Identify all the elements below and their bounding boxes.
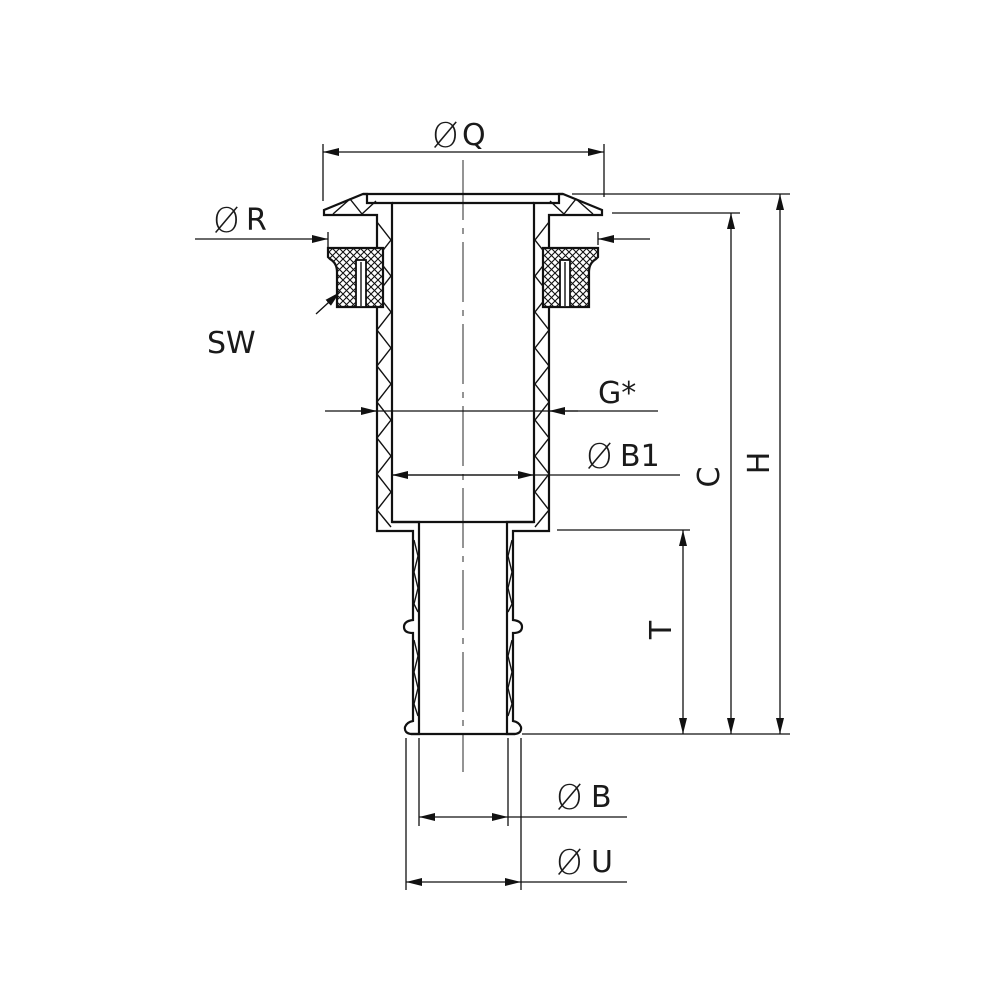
diameter-symbol-r: Ø [213,201,240,241]
diameter-symbol-u: Ø [556,843,583,883]
dimension-r: Ø R [195,201,650,247]
dimension-c: C [612,212,740,734]
dimension-u: Ø U [405,738,627,890]
dimension-sw: SW [207,291,341,361]
label-b1: B1 [620,439,660,474]
label-c: C [692,467,727,488]
label-u: U [591,845,613,880]
dimension-q: Ø Q [322,116,605,201]
dimension-g: G* [325,376,658,415]
dimension-h: H [522,193,790,735]
label-sw: SW [207,326,256,361]
diameter-symbol-q: Ø [432,116,459,156]
dimension-b1: Ø B1 [392,437,680,479]
label-g: G* [598,376,636,411]
label-h: H [742,452,777,475]
fitting-section-left [322,192,421,736]
diameter-symbol-b: Ø [556,778,583,818]
flange-rim [363,192,563,736]
label-r: R [246,203,267,238]
label-q: Q [462,118,486,153]
dimension-t: T [557,529,690,734]
label-t: T [644,620,679,640]
dimension-b: Ø B [418,738,627,826]
fitting-section-right [505,192,604,736]
diameter-symbol-b1: Ø [586,437,613,477]
label-b: B [591,780,612,815]
